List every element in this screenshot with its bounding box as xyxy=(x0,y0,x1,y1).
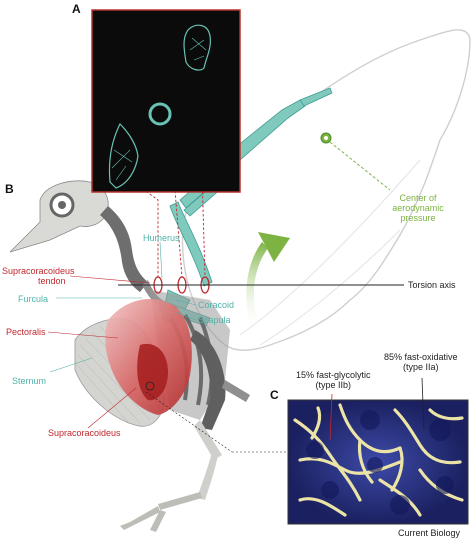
label-supracoracoideus: Supracoracoideus xyxy=(48,428,121,438)
supracoracoideus-muscle xyxy=(137,343,168,401)
label-scapula: Scapula xyxy=(198,315,231,325)
toes xyxy=(120,506,166,532)
pressure-leader xyxy=(329,141,391,191)
label-fast-glycolytic: 15% fast-glycolytic (type IIb) xyxy=(296,370,371,390)
torsion-arrow-icon xyxy=(246,242,268,330)
torsion-arrowhead xyxy=(258,232,290,262)
eye-pupil xyxy=(58,201,66,209)
femur xyxy=(194,420,222,460)
glycolytic-leader xyxy=(329,393,333,441)
histology-cells xyxy=(306,410,454,515)
cross-section-coracoid xyxy=(108,122,139,189)
cross-section-humerus-inner xyxy=(189,37,207,61)
pelvis xyxy=(190,330,226,430)
label-center-line2: aerodynamic xyxy=(392,203,444,213)
label-torsion-axis: Torsion axis xyxy=(408,280,456,290)
label-fast-oxidative: 85% fast-oxidative (type IIa) xyxy=(384,352,458,372)
hand-digit xyxy=(299,87,333,107)
muscle-sample-point xyxy=(145,381,155,391)
label-coracoid: Coracoid xyxy=(198,300,235,310)
journal-footer: Current Biology xyxy=(398,528,461,538)
label-supracoracoideus-tendon-line1: Supracoracoideus xyxy=(2,266,75,276)
tail-bones xyxy=(222,380,250,402)
wing-feather-line xyxy=(259,229,401,346)
label-supracoracoideus-tendon-line2: tendon xyxy=(38,276,66,286)
label-pectoralis: Pectoralis xyxy=(6,327,46,337)
cross-section-humerus xyxy=(183,24,211,71)
label-fast-oxidative-line2: (type IIa) xyxy=(403,362,439,372)
label-center-line1: Center of xyxy=(399,193,437,203)
cross-section-coracoid-inner xyxy=(111,149,133,181)
panel-a-box xyxy=(91,9,241,193)
label-furcula: Furcula xyxy=(18,294,49,304)
label-fast-oxidative-line1: 85% fast-oxidative xyxy=(384,352,458,362)
neck xyxy=(100,206,148,292)
panel-label-a: A xyxy=(72,2,81,16)
tibiotarsus xyxy=(197,452,218,500)
skeleton xyxy=(9,180,250,532)
label-center-aerodynamic-pressure: Center of aerodynamic pressure xyxy=(378,193,458,223)
pressure-point-inner xyxy=(324,136,328,140)
humerus-bone xyxy=(169,201,213,287)
oxidative-leader xyxy=(421,377,425,431)
label-leaders xyxy=(47,241,288,453)
cross-section-tendon xyxy=(148,102,172,126)
label-center-line3: pressure xyxy=(400,213,436,223)
label-fast-glycolytic-line1: 15% fast-glycolytic xyxy=(296,370,371,380)
tarsus xyxy=(158,492,202,510)
panel-label-b: B xyxy=(5,182,14,196)
wing-feather-line xyxy=(239,159,421,336)
label-humerus: Humerus xyxy=(143,233,180,243)
label-sternum: Sternum xyxy=(12,376,47,386)
panel-label-c: C xyxy=(270,388,279,402)
label-fast-glycolytic-line2: (type IIb) xyxy=(315,380,352,390)
